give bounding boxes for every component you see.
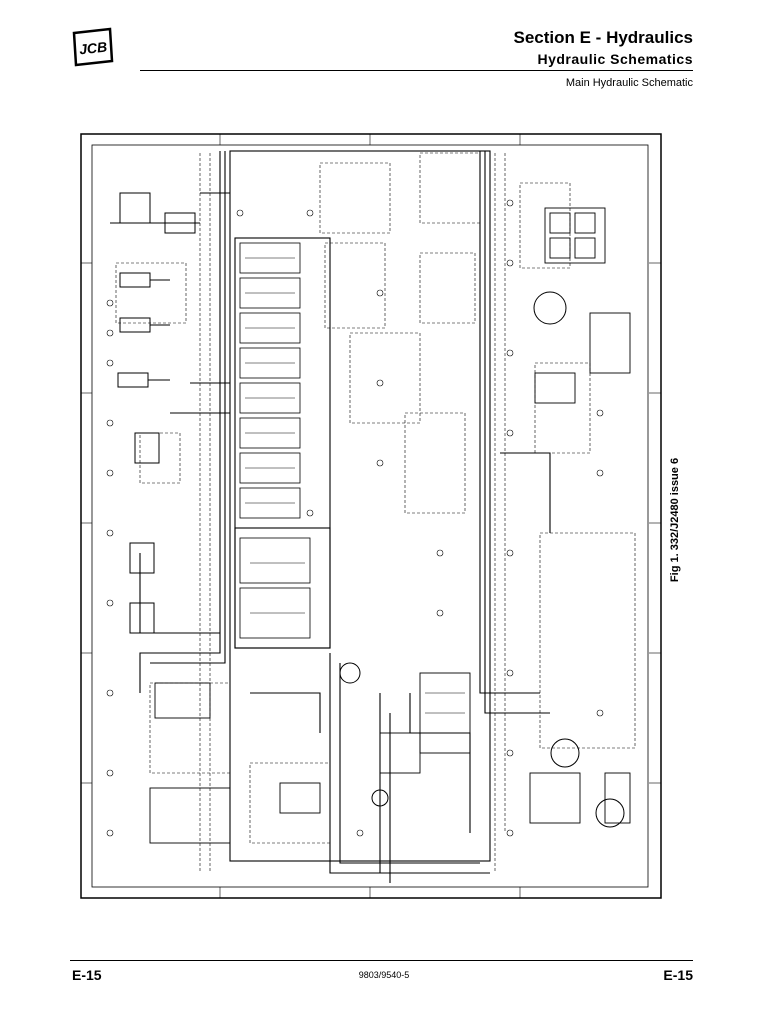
footer-rule	[70, 960, 693, 961]
sub-title: Hydraulic Schematics	[537, 51, 693, 67]
svg-text:JCB: JCB	[78, 39, 108, 58]
page-number-right: E-15	[663, 967, 693, 983]
page-description: Main Hydraulic Schematic	[565, 77, 693, 89]
jcb-logo: JCB	[72, 27, 114, 67]
document-code: 9803/9540-5	[358, 970, 410, 980]
header-rule	[140, 70, 693, 71]
hydraulic-schematic-drawing	[80, 133, 662, 899]
section-title: Section E - Hydraulics	[513, 28, 694, 47]
page-number-left: E-15	[72, 967, 102, 983]
